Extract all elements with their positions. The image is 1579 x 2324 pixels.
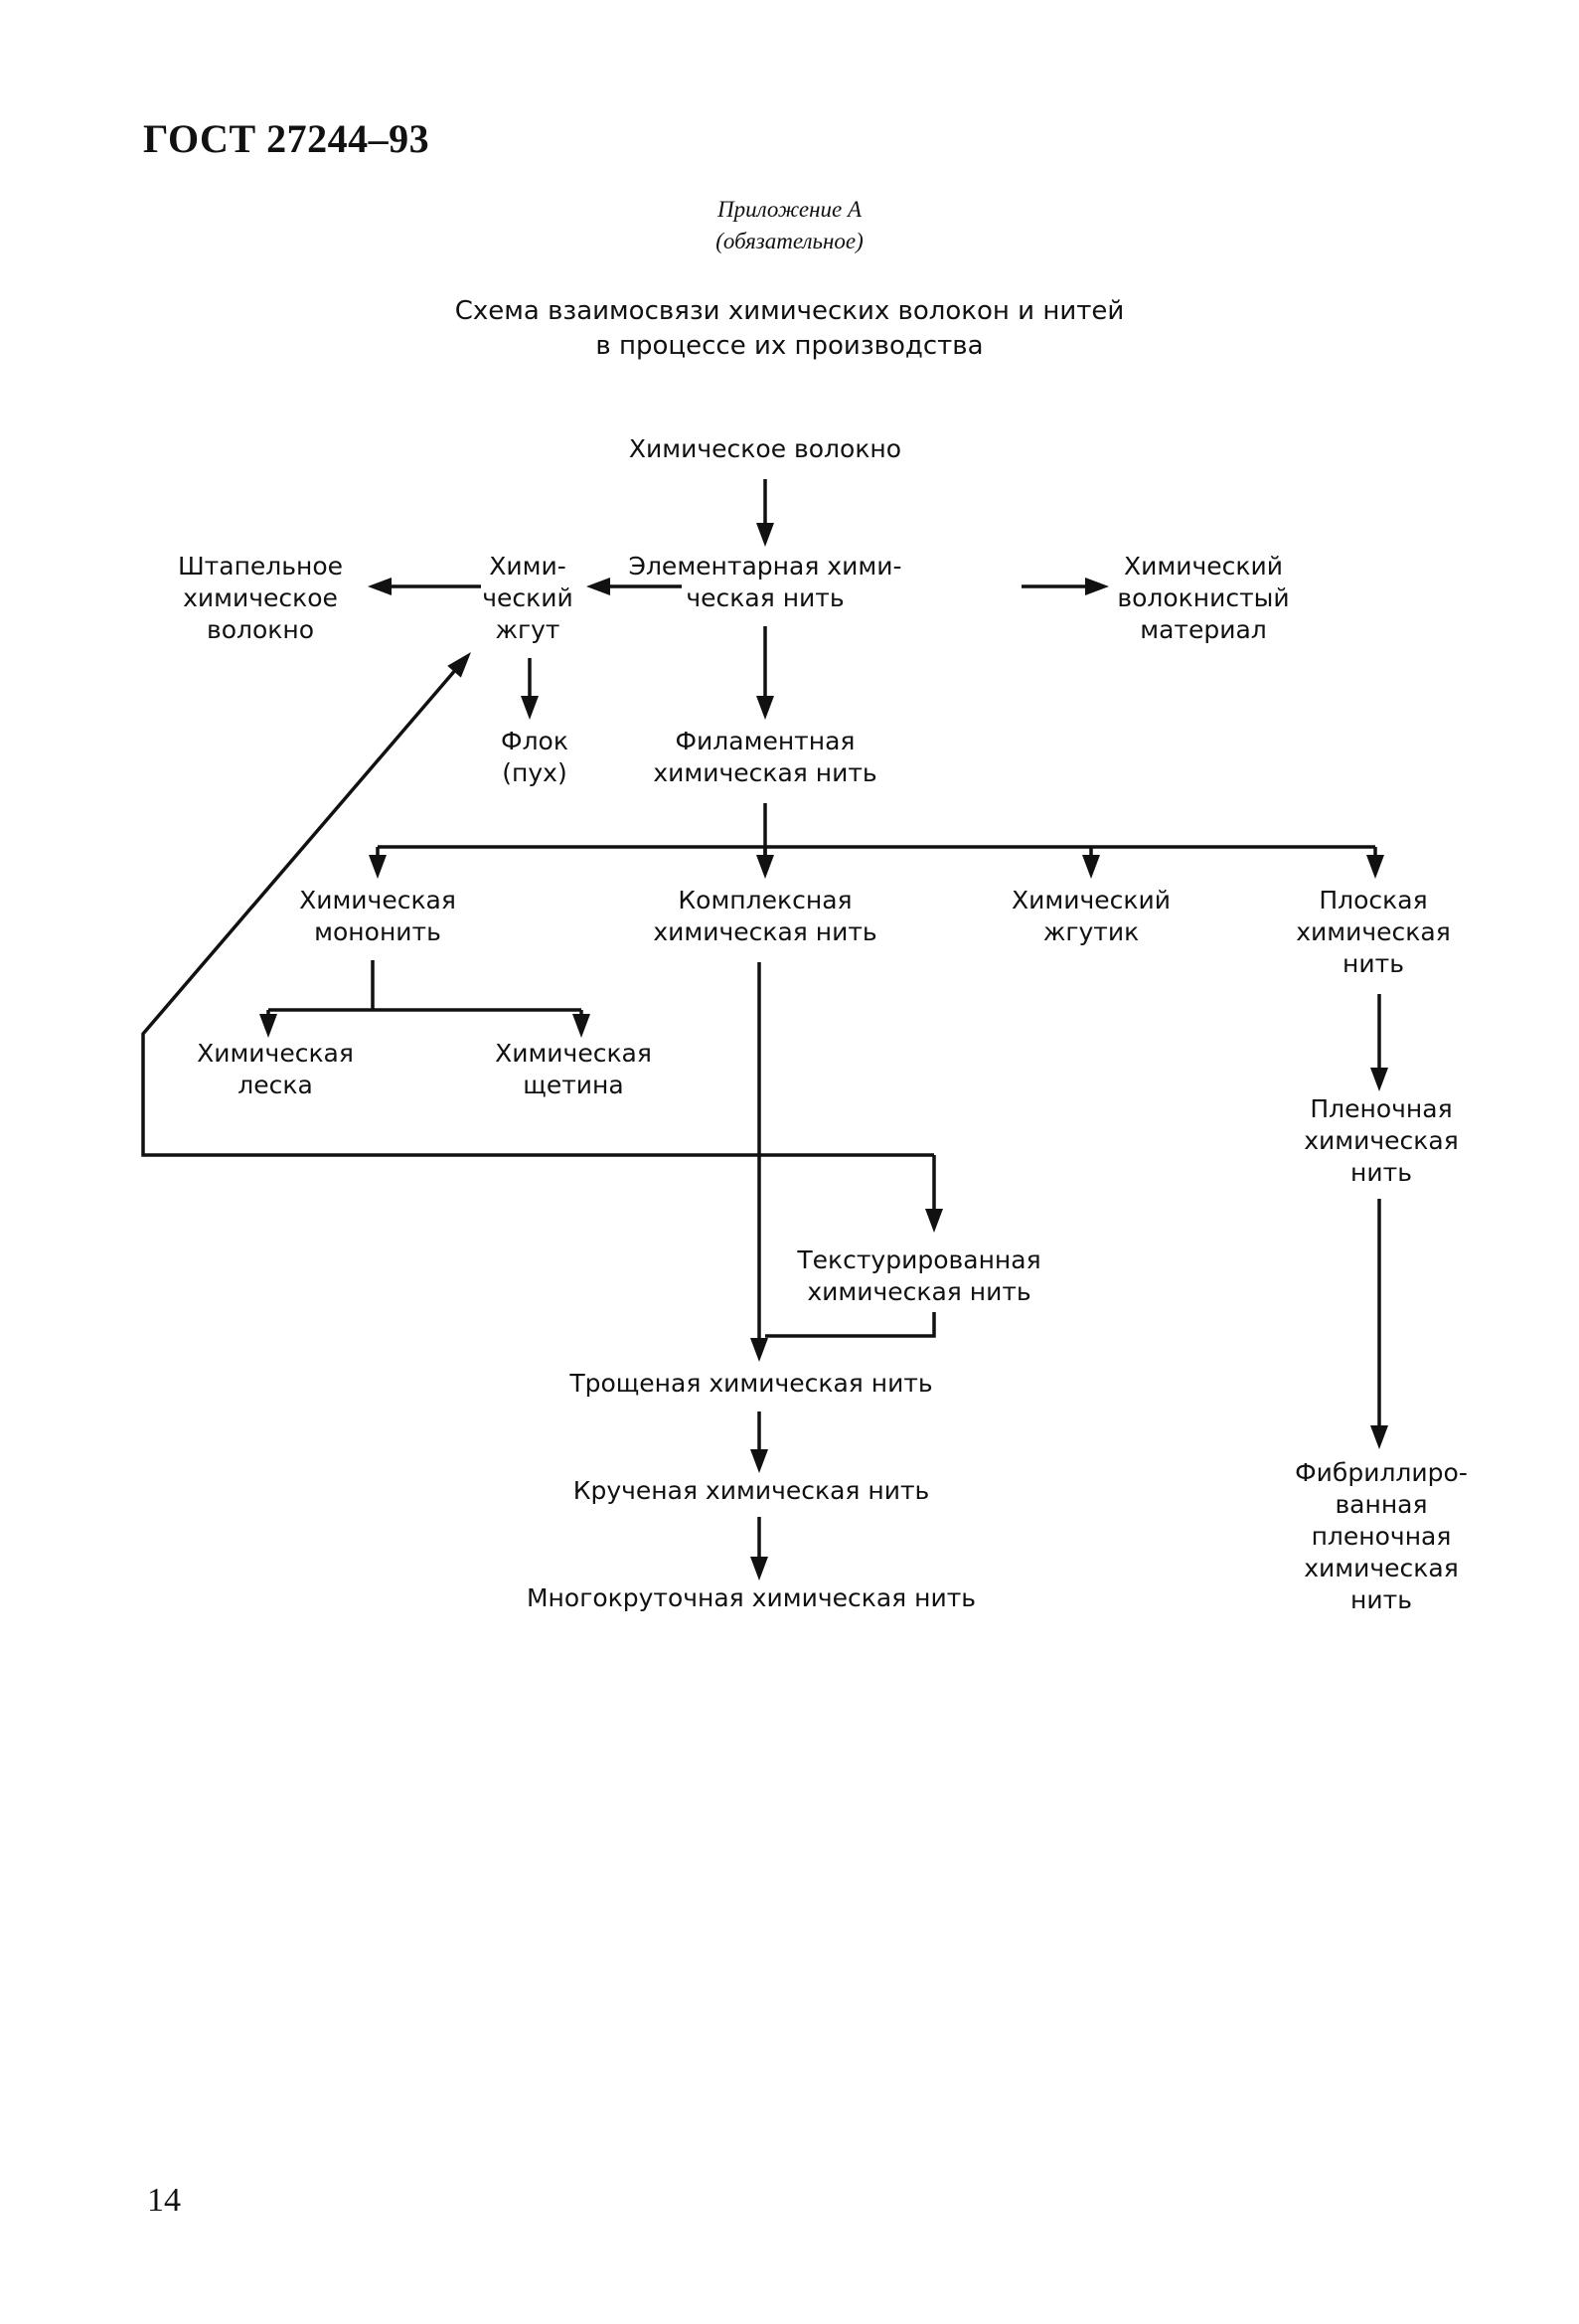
arrowhead-complex (756, 855, 774, 879)
node-chemical-fiber: Химическое волокно (629, 434, 901, 463)
standard-header: ГОСТ 27244–93 (143, 116, 430, 161)
node-line: материал (1140, 615, 1267, 644)
arrowhead-fishing-line (259, 1014, 277, 1038)
page-number: 14 (147, 2182, 181, 2219)
arrowhead-twisted (750, 1449, 768, 1473)
node-line: Плоская (1319, 886, 1427, 914)
node-filament-thread: Филаментная химическая нить (653, 727, 876, 787)
node-line: Элементарная хими- (629, 552, 902, 581)
node-line: ванная (1335, 1490, 1427, 1519)
node-line: ческий (482, 583, 573, 612)
node-line: Текстурированная (796, 1245, 1040, 1274)
node-line: химическое (183, 583, 338, 612)
connector-feedback-loop (141, 666, 934, 1157)
node-fibrillated-thread: Фибриллиро-ванная пленочная химическая нить (1295, 1458, 1468, 1614)
node-multi-twisted-thread: Многокруточная химическая нить (527, 1583, 976, 1612)
arrowhead-material (1085, 578, 1109, 595)
node-chemical-tow: Хими-ческий жгут (482, 552, 573, 644)
node-line: нить (1350, 1158, 1412, 1187)
node-line: химическая (1304, 1554, 1459, 1582)
node-twisted-thread: Крученая химическая нить (573, 1476, 930, 1505)
node-line: Химический (1124, 552, 1283, 581)
arrowhead-filament (756, 696, 774, 720)
arrowhead-flat (1366, 855, 1384, 879)
node-line: химическая нить (653, 917, 876, 946)
arrowhead-fibrillated (1370, 1425, 1388, 1449)
node-line: мононить (314, 917, 441, 946)
node-line: жгутик (1043, 917, 1139, 946)
node-line: Химическое волокно (629, 434, 901, 463)
node-line: жгут (495, 615, 559, 644)
node-line: волокнистый (1117, 583, 1289, 612)
node-flock: Флок (пух) (501, 727, 568, 787)
node-line: химическая нить (807, 1277, 1030, 1306)
node-textured-thread: Текстурированная химическая нить (796, 1245, 1040, 1306)
node-line: химическая (1296, 917, 1451, 946)
arrowhead-textured (925, 1209, 943, 1233)
node-line: Трощеная химическая нить (568, 1369, 932, 1398)
node-small-tow: Химический жгутик (1012, 886, 1171, 946)
arrowhead-doubled (750, 1338, 768, 1362)
node-line: нить (1350, 1585, 1412, 1614)
node-line: Штапельное (178, 552, 343, 581)
node-line: Химический (1012, 886, 1171, 914)
appendix-status: (обязательное) (715, 229, 864, 253)
node-line: Комплексная (678, 886, 852, 914)
node-flat-thread: Плоская химическая нить (1296, 886, 1451, 978)
arrowhead-monofilament (369, 855, 387, 879)
connector-textured-merge (765, 1312, 936, 1338)
node-line: нить (1342, 949, 1404, 978)
node-line: Химическая (197, 1039, 354, 1068)
node-film-thread: Пленочная химическая нить (1304, 1094, 1459, 1187)
node-line: Филаментная (676, 727, 856, 755)
arrowhead-bristle (572, 1014, 590, 1038)
node-line: Химическая (495, 1039, 652, 1068)
arrowhead-flock (521, 696, 539, 720)
diagram-title-line-2: в процессе их производства (595, 331, 984, 361)
arrowhead-small-tow (1082, 855, 1100, 879)
arrowhead-tow (586, 578, 610, 595)
node-line: Пленочная (1310, 1094, 1452, 1123)
arrowhead-staple (368, 578, 392, 595)
node-line: волокно (207, 615, 314, 644)
node-line: леска (237, 1071, 313, 1099)
node-line: пленочная (1312, 1522, 1452, 1551)
node-line: Крученая химическая нить (573, 1476, 930, 1505)
node-line: ческая нить (686, 583, 844, 612)
node-fishing-line: Химическая леска (197, 1039, 354, 1099)
node-elementary-thread: Элементарная хими-ческая нить (629, 552, 902, 612)
arrowhead-elementary (756, 523, 774, 547)
node-line: Фибриллиро- (1295, 1458, 1468, 1487)
node-line: (пух) (502, 758, 566, 787)
diagram-title-line-1: Схема взаимосвязи химических волокон и н… (454, 296, 1125, 326)
node-line: химическая нить (653, 758, 876, 787)
node-line: Флок (501, 727, 568, 755)
node-monofilament: Химическая мононить (299, 886, 456, 946)
node-line: химическая (1304, 1126, 1459, 1155)
arrowhead-multi (750, 1557, 768, 1580)
node-line: Хими- (489, 552, 566, 581)
node-line: щетина (523, 1071, 623, 1099)
node-line: Химическая (299, 886, 456, 914)
node-doubled-thread: Трощеная химическая нить (568, 1369, 932, 1398)
arrowhead-feedback-tow (447, 652, 471, 678)
node-bristle: Химическая щетина (495, 1039, 652, 1099)
node-complex-thread: Комплексная химическая нить (653, 886, 876, 946)
appendix-label: Приложение А (716, 197, 863, 222)
arrowhead-film (1370, 1068, 1388, 1091)
node-line: Многокруточная химическая нить (527, 1583, 976, 1612)
